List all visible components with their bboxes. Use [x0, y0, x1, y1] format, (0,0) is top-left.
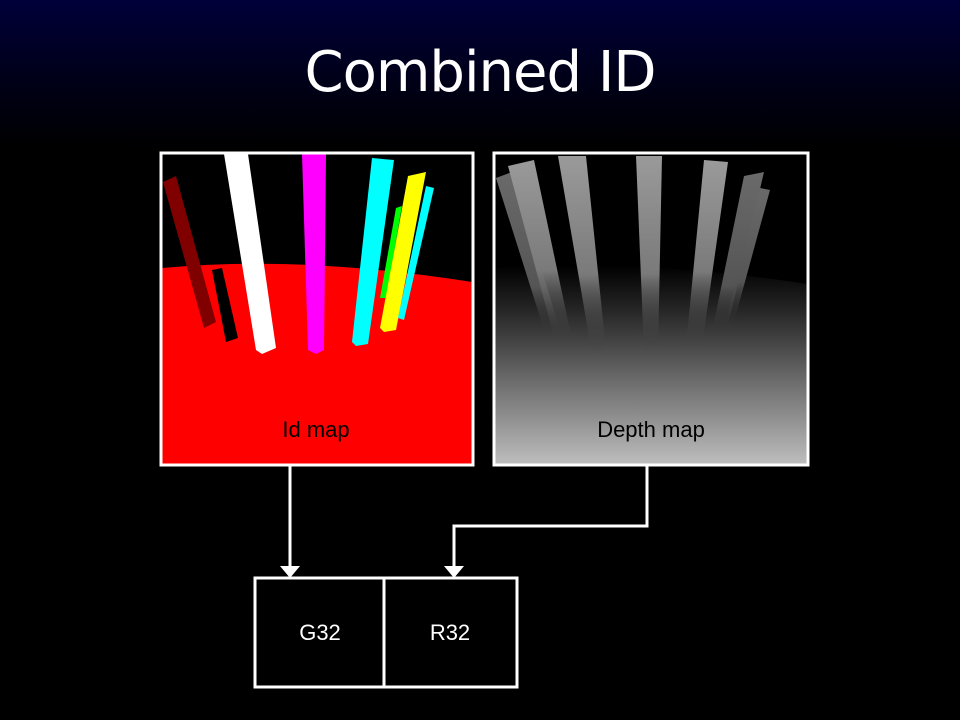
pillar-cyan-thin [398, 186, 434, 320]
depth-pillar-6 [712, 172, 764, 334]
id-map-image [162, 154, 472, 464]
pillar-white [224, 154, 276, 354]
pillar-green [380, 206, 402, 298]
id-map-frame [159, 151, 475, 467]
arrowhead-g32 [280, 566, 300, 578]
depth-map-panel: Depth map [492, 151, 810, 467]
pillar-cyan [352, 158, 394, 346]
r32-cell-label: R32 [430, 620, 470, 645]
target-frame [253, 576, 519, 689]
pillar-black [212, 268, 238, 342]
pillar-darkred [163, 176, 216, 328]
slide-title: Combined ID [304, 40, 657, 105]
depth-pillar-7 [726, 188, 770, 322]
id-map-panel: Id map [159, 151, 475, 467]
depth-map-image [495, 154, 807, 464]
g32-cell-label: G32 [299, 620, 341, 645]
depth-to-r32-line [452, 466, 649, 566]
depth-pillar-3 [558, 156, 606, 354]
id-map-label: Id map [282, 417, 349, 442]
depth-map-frame [492, 151, 810, 467]
arrowhead-r32 [444, 566, 464, 578]
depth-pillar-4 [636, 156, 662, 352]
connectors [288, 466, 649, 566]
target-texture: G32 R32 [253, 576, 519, 689]
depth-pillar-5 [686, 160, 728, 346]
pillar-magenta [302, 154, 326, 354]
depth-pillar-2 [508, 160, 572, 344]
pillar-yellow [380, 172, 426, 332]
depth-map-label: Depth map [597, 417, 705, 442]
